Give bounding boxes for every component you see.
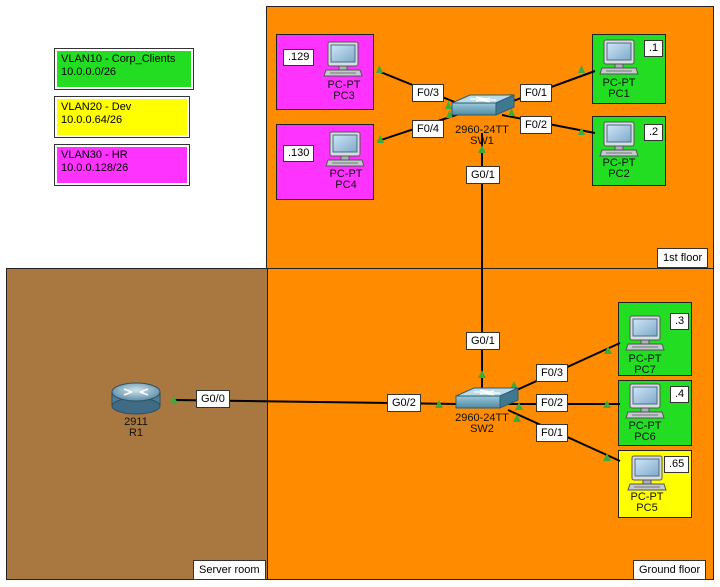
r1-model: 2911: [124, 416, 148, 428]
link-up-marker: [603, 453, 611, 461]
area-title-ground-floor: Ground floor: [633, 560, 707, 580]
pc7-type: PC-PT: [628, 353, 662, 365]
sw1-model: 2960-24TT: [455, 124, 509, 136]
device-label-pc5: PC-PT PC5: [625, 492, 669, 514]
port-label-sw1-f03: F0/3: [412, 84, 445, 102]
legend-vlan20-subnet: 10.0.0.64/26: [61, 114, 123, 126]
device-label-pc3: PC-PT PC3: [322, 80, 366, 102]
pc7-icon: [625, 315, 665, 351]
link-up-marker: [603, 400, 611, 408]
port-label-sw2-f03: F0/3: [536, 364, 569, 382]
r1-name: R1: [128, 427, 144, 439]
pc2-name: PC2: [608, 168, 630, 180]
ip-label-pc2: .2: [644, 124, 664, 141]
pc4-name: PC4: [335, 179, 357, 191]
link-up-marker: [446, 110, 453, 118]
link-up-marker: [510, 381, 518, 389]
sw1-name: SW1: [470, 135, 494, 147]
port-label-sw2-g01: G0/1: [466, 332, 500, 350]
pc1-icon: [599, 39, 639, 75]
link-up-marker: [435, 400, 443, 408]
ip-label-pc3: .129: [283, 49, 315, 66]
device-label-sw2: 2960-24TT SW2: [452, 413, 512, 435]
device-label-pc4: PC-PT PC4: [324, 169, 368, 191]
port-label-sw2-g02: G0/2: [387, 394, 421, 412]
link-up-marker: [515, 402, 523, 410]
area-server-room: [6, 268, 268, 580]
ip-label-pc6: .4: [670, 386, 690, 403]
pc3-icon: [323, 41, 363, 77]
pc4-type: PC-PT: [329, 168, 363, 180]
area-title-first-floor: 1st floor: [657, 248, 709, 268]
sw2-name: SW2: [470, 423, 494, 435]
pc6-name: PC6: [634, 431, 656, 443]
pc6-type: PC-PT: [628, 420, 662, 432]
link-up-marker: [513, 414, 521, 422]
link-up-marker: [578, 127, 585, 135]
pc4-icon: [325, 131, 365, 167]
port-label-sw1-f01: F0/1: [520, 84, 553, 102]
device-label-pc7: PC-PT PC7: [623, 354, 667, 376]
pc3-name: PC3: [333, 90, 355, 102]
link-up-marker: [478, 370, 486, 378]
pc5-type: PC-PT: [630, 491, 664, 503]
ip-label-pc7: .3: [670, 313, 690, 330]
pc6-icon: [625, 383, 665, 419]
router-r1-icon: [111, 382, 161, 415]
ip-label-pc4: .130: [283, 145, 315, 162]
legend-vlan30-title: VLAN30 - HR: [61, 149, 128, 161]
ip-label-pc5: .65: [664, 456, 690, 473]
link-up-marker: [478, 145, 486, 153]
device-label-pc1: PC-PT PC1: [597, 78, 641, 100]
legend-vlan10: VLAN10 - Corp_Clients 10.0.0.0/26: [54, 48, 194, 90]
switch-sw1-icon: [451, 94, 515, 116]
legend-vlan20: VLAN20 - Dev 10.0.0.64/26: [54, 96, 190, 138]
pc1-type: PC-PT: [602, 77, 636, 89]
pc2-icon: [599, 121, 639, 157]
pc2-type: PC-PT: [602, 157, 636, 169]
device-label-pc6: PC-PT PC6: [623, 421, 667, 443]
device-label-pc2: PC-PT PC2: [597, 158, 641, 180]
port-label-sw1-g01: G0/1: [466, 166, 500, 184]
switch-sw2-icon: [455, 387, 519, 409]
link-up-marker: [376, 65, 383, 73]
port-label-sw1-f02: F0/2: [520, 116, 553, 134]
port-label-r1-g00: G0/0: [196, 390, 230, 408]
pc1-name: PC1: [608, 88, 630, 100]
legend-vlan30: VLAN30 - HR 10.0.0.128/26: [54, 144, 190, 186]
link-up-marker: [508, 108, 515, 116]
link-up-marker: [578, 65, 585, 73]
legend-vlan20-title: VLAN20 - Dev: [61, 101, 132, 113]
sw2-model: 2960-24TT: [455, 412, 509, 424]
link-up-marker: [170, 396, 178, 404]
pc3-type: PC-PT: [327, 79, 361, 91]
legend-vlan30-subnet: 10.0.0.128/26: [61, 162, 129, 174]
legend-vlan10-title: VLAN10 - Corp_Clients: [61, 53, 176, 65]
link-up-marker: [445, 101, 452, 109]
pc7-name: PC7: [634, 364, 656, 376]
area-title-server-room: Server room: [193, 560, 266, 580]
pc5-name: PC5: [636, 502, 658, 514]
ip-label-pc1: .1: [644, 40, 664, 57]
port-label-sw1-f04: F0/4: [412, 120, 445, 138]
device-label-sw1: 2960-24TT SW1: [452, 125, 512, 147]
link-up-marker: [604, 346, 612, 354]
port-label-sw2-f02: F0/2: [536, 394, 569, 412]
legend-vlan10-subnet: 10.0.0.0/26: [61, 66, 117, 78]
device-label-r1: 2911 R1: [116, 417, 156, 439]
pc5-icon: [627, 455, 667, 491]
link-up-marker: [377, 135, 384, 143]
port-label-sw2-f01: F0/1: [536, 424, 569, 442]
